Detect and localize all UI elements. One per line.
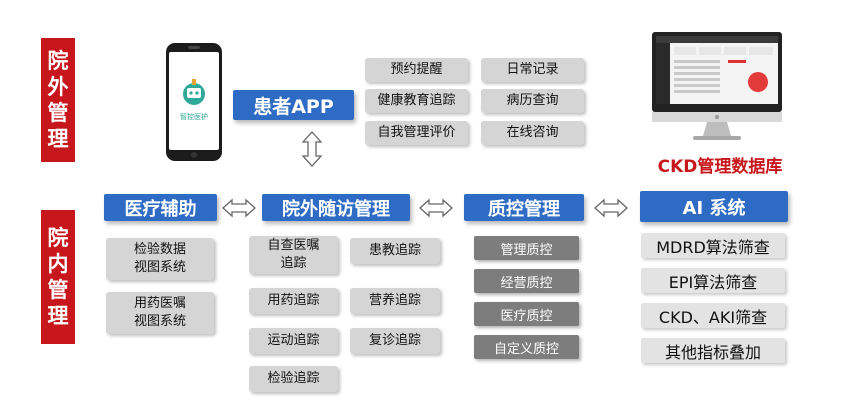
other-indicator-overlay: 其他指标叠加 xyxy=(641,338,785,363)
medical-qc: 医疗质控 xyxy=(474,302,579,326)
feature-appointment-reminder: 预约提醒 xyxy=(365,58,468,82)
custom-qc: 自定义质控 xyxy=(474,335,579,359)
inside-management-label: 院内管理 xyxy=(47,226,69,328)
epi-screening: EPI算法筛查 xyxy=(641,268,785,293)
feature-daily-record: 日常记录 xyxy=(481,58,584,82)
ckd-aki-screening: CKD、AKI筛查 xyxy=(641,303,785,328)
feature-health-education: 健康教育追踪 xyxy=(365,89,468,113)
outside-management-tag: 院外管理 xyxy=(41,38,75,162)
vertical-double-arrow-icon xyxy=(301,130,323,168)
operations-qc: 经营质控 xyxy=(474,269,579,293)
patient-app-box: 患者APP xyxy=(233,90,354,120)
mdrd-screening: MDRD算法筛查 xyxy=(641,233,785,258)
medical-assist-box: 医疗辅助 xyxy=(104,194,217,221)
followup-management-box: 院外随访管理 xyxy=(262,194,410,221)
lab-tracking: 检验追踪 xyxy=(249,366,338,392)
database-title: CKD管理数据库 xyxy=(657,157,783,177)
feature-record-query: 病历查询 xyxy=(481,89,584,113)
feature-online-consult: 在线咨询 xyxy=(481,121,584,145)
revisit-tracking: 复诊追踪 xyxy=(350,328,440,354)
management-qc: 管理质控 xyxy=(474,236,579,260)
lab-data-view-system: 检验数据 视图系统 xyxy=(106,238,214,280)
ai-system-box: AI 系统 xyxy=(640,191,788,222)
monitor-illustration xyxy=(650,30,784,142)
phone-logo-text: 智控医护 xyxy=(180,113,208,121)
double-arrow-icon xyxy=(221,197,257,219)
self-check-order-tracking: 自查医嘱 追踪 xyxy=(249,236,338,274)
phone-illustration: 智控医护 xyxy=(165,42,223,162)
quality-control-box: 质控管理 xyxy=(464,194,584,221)
double-arrow-icon xyxy=(593,197,629,219)
feature-self-evaluation: 自我管理评价 xyxy=(365,121,468,145)
medication-order-view-system: 用药医嘱 视图系统 xyxy=(106,292,214,334)
inside-management-tag: 院内管理 xyxy=(41,210,75,344)
outside-management-label: 院外管理 xyxy=(47,49,69,151)
medication-tracking: 用药追踪 xyxy=(249,288,338,314)
patient-education-tracking: 患教追踪 xyxy=(350,238,440,264)
nutrition-tracking: 营养追踪 xyxy=(350,288,440,314)
exercise-tracking: 运动追踪 xyxy=(249,328,338,354)
double-arrow-icon xyxy=(418,197,454,219)
